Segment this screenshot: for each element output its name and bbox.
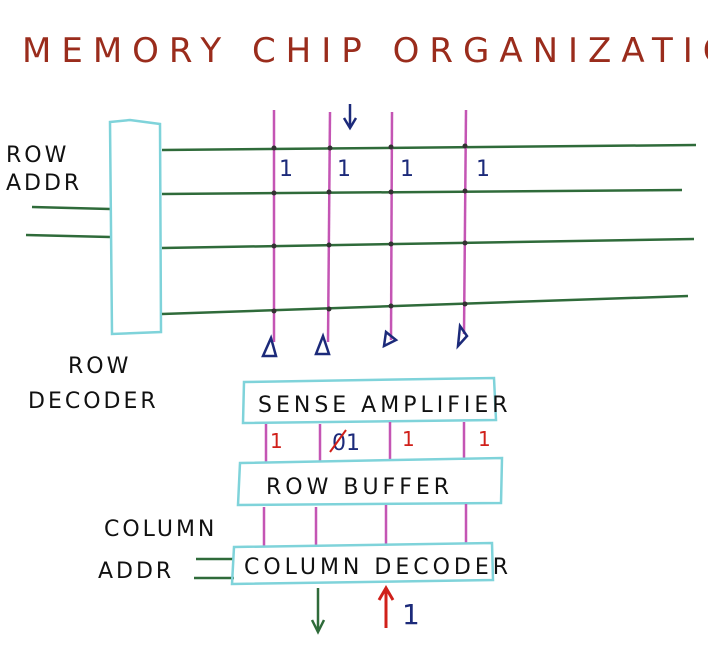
sense-amp-triangle-icon [456,322,469,350]
sense-amp-triangle-icon [261,334,278,358]
sense-bit-1: 1 [270,429,283,453]
row-select-arrow-icon [342,104,358,131]
row-buffer-label: ROW BUFFER [266,475,453,500]
output-bit: 1 [402,598,420,631]
sense-bit-4: 1 [478,427,491,451]
column-output-down-arrow-icon [310,588,326,635]
cell-bit-3: 1 [400,157,414,182]
word-line-1 [161,143,697,152]
row-decoder-box [108,118,163,336]
row-buffer-box [236,456,504,507]
row-addr-label-line1: ROW [6,143,69,168]
row-decoder-label-line2: DECODER [28,389,159,414]
word-line-3 [161,237,695,250]
row-decoder-label-line1: ROW [68,354,131,379]
row-addr-line-1 [31,205,111,211]
diagram-title: MEMORY CHIP ORGANIZATION [22,31,708,71]
sense-amp-triangle-icon [382,329,399,349]
sense-bit-3: 1 [402,427,415,451]
word-line-4 [161,294,689,316]
word-line-2 [161,188,683,196]
sense-amp-triangles [261,322,469,358]
cell-bit-1: 1 [279,157,293,182]
column-output-up-arrow-icon [377,585,395,628]
cell-bit-4: 1 [476,157,490,182]
cell-bit-2: 1 [337,157,351,182]
bit-line-3 [389,111,394,341]
sense-bit-2-strike [329,429,347,453]
row-addr-label-line2: ADDR [6,171,82,196]
sense-amplifier-box [241,376,498,425]
column-addr-label-line1: COLUMN [104,517,217,542]
column-addr-label-line2: ADDR [98,559,174,584]
row-addr-line-2 [25,233,111,239]
column-decoder-label: COLUMN DECODER [244,555,512,580]
column-decoder-box [230,541,495,586]
sense-amplifier-label: SENSE AMPLIFIER [258,393,512,418]
cell-dots [271,143,468,314]
sense-amp-triangle-icon [314,332,331,356]
